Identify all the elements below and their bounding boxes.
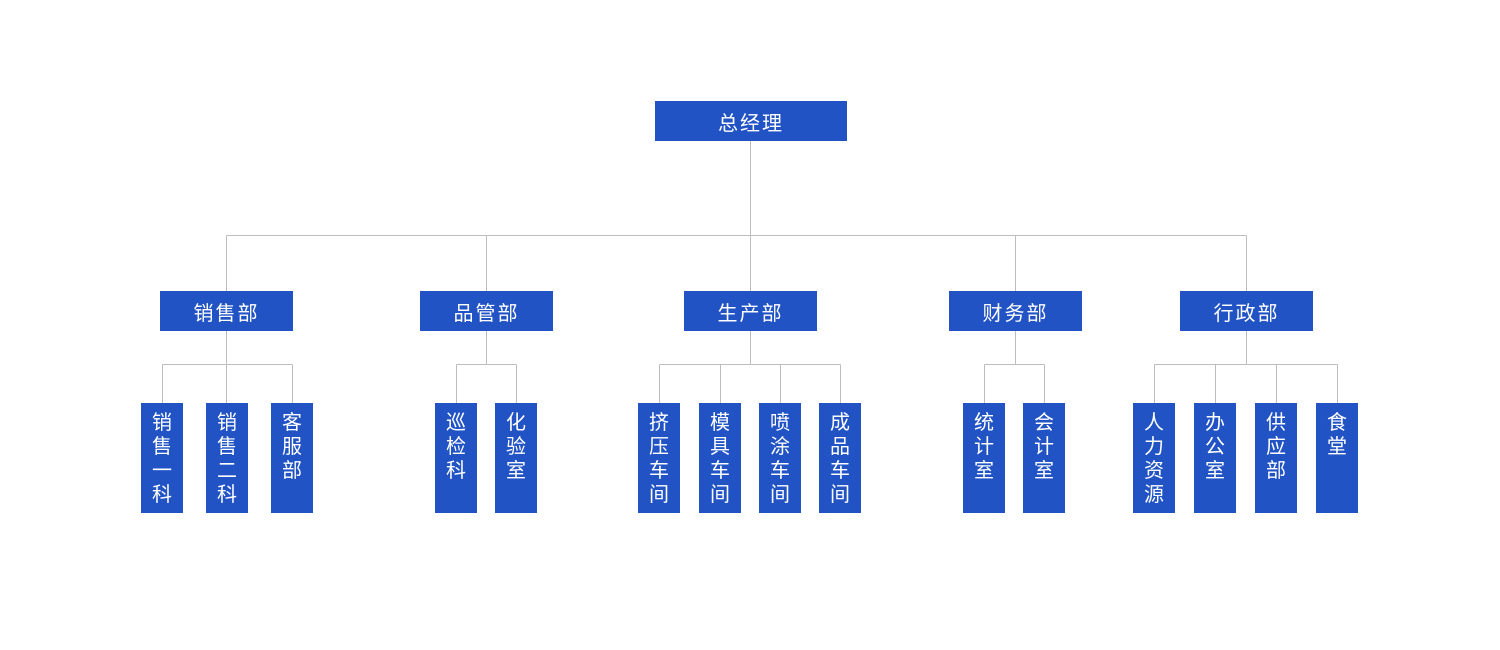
sub-node-sales-section-1: 销售一科 [141,403,183,513]
sub-node-human-resources: 人力资源 [1133,403,1175,513]
connector-group-quality [456,331,517,403]
connector-group-production [659,331,841,403]
connector-group-admin [1154,331,1338,403]
sub-node-inspection-section: 巡检科 [435,403,477,513]
sub-node-extrusion-workshop: 挤压车间 [638,403,680,513]
sub-node-canteen: 食堂 [1316,403,1358,513]
sub-node-customer-service: 客服部 [271,403,313,513]
sub-node-laboratory: 化验室 [495,403,537,513]
sub-node-office: 办公室 [1194,403,1236,513]
dept-node-quality: 品管部 [420,291,553,331]
dept-node-production: 生产部 [684,291,817,331]
sub-node-supply-dept: 供应部 [1255,403,1297,513]
dept-node-admin: 行政部 [1180,291,1313,331]
dept-node-finance: 财务部 [949,291,1082,331]
connector-group-finance [984,331,1045,403]
sub-node-finished-workshop: 成品车间 [819,403,861,513]
sub-node-statistics-room: 统计室 [963,403,1005,513]
sub-node-mold-workshop: 模具车间 [699,403,741,513]
sub-node-sales-section-2: 销售二科 [206,403,248,513]
sub-node-accounting-room: 会计室 [1023,403,1065,513]
connector-group-sales [162,331,293,403]
dept-node-sales: 销售部 [160,291,293,331]
connector-dept-drops [226,235,1247,291]
sub-node-spray-workshop: 喷涂车间 [759,403,801,513]
org-node-general-manager: 总经理 [655,101,847,141]
